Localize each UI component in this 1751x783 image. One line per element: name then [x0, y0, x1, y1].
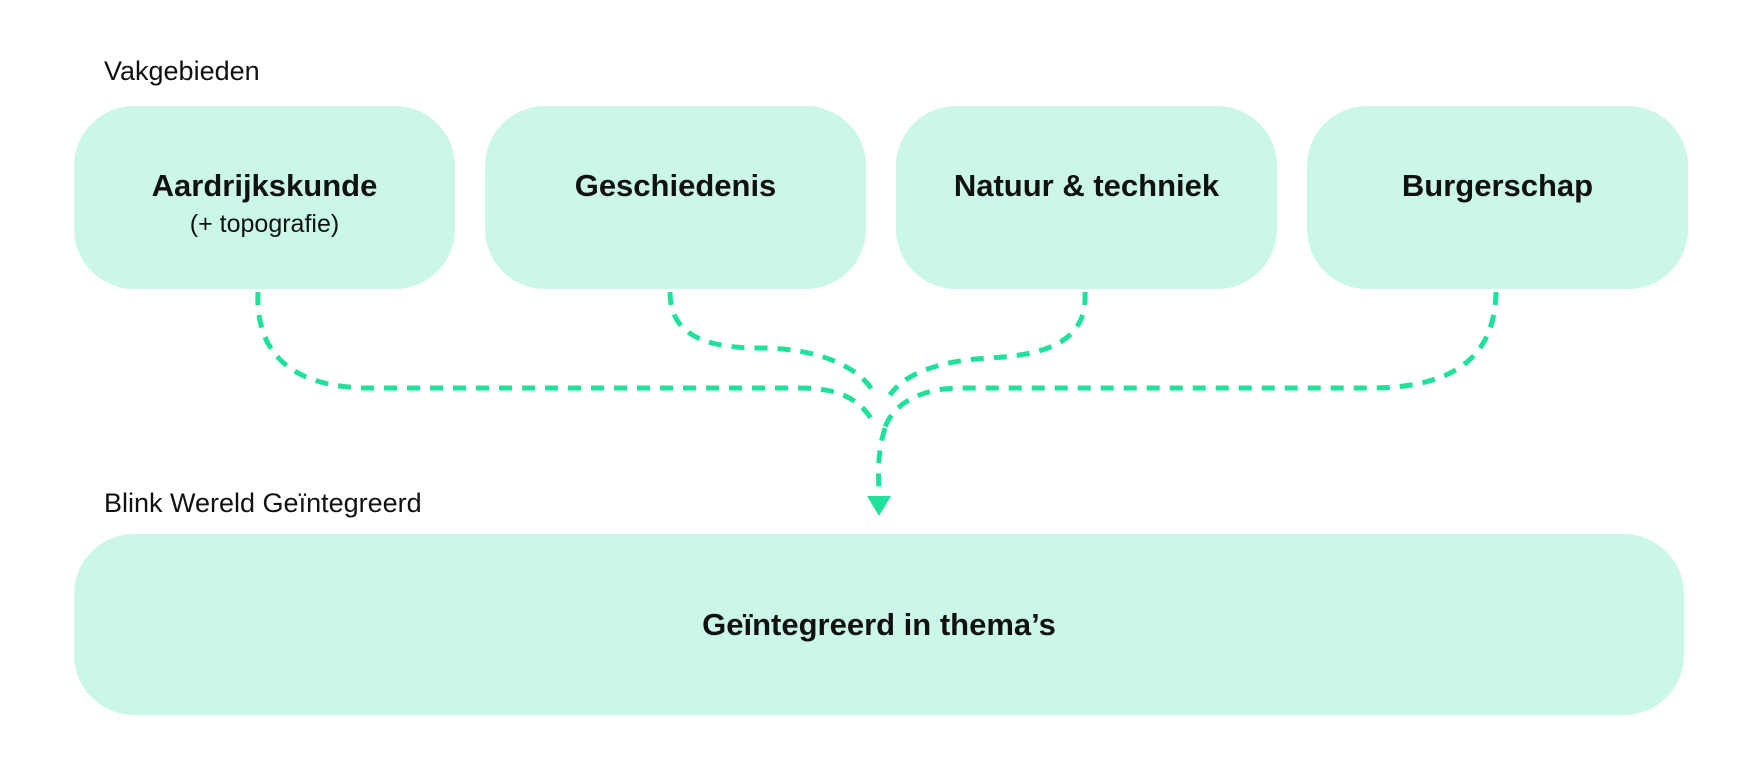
connector-aardrijkskunde: [255, 291, 875, 422]
integrated-box: Geïntegreerd in thema’s: [74, 534, 1684, 715]
subject-box-geschiedenis: Geschiedenis: [485, 106, 866, 289]
integrated-title: Geïntegreerd in thema’s: [702, 606, 1056, 642]
subject-subtitle: (+ topografie): [189, 210, 340, 239]
subject-title: Burgerschap: [1401, 168, 1594, 203]
subject-title: Natuur & techniek: [953, 168, 1220, 203]
subject-title: Aardrijkskunde: [151, 168, 378, 203]
subject-title: Geschiedenis: [574, 168, 777, 203]
subject-box-natuur-techniek: Natuur & techniek: [896, 106, 1277, 289]
subject-box-aardrijkskunde: Aardrijkskunde (+ topografie): [74, 106, 455, 289]
subject-box-burgerschap: Burgerschap: [1307, 106, 1688, 289]
arrowhead-icon: [867, 496, 891, 516]
connector-burgerschap: [882, 291, 1499, 429]
connector-geschiedenis: [667, 291, 878, 397]
section-label-vakgebieden: Vakgebieden: [104, 56, 260, 86]
connector-trunk: [876, 427, 888, 493]
section-label-blink-wereld: Blink Wereld Geïntegreerd: [104, 488, 422, 518]
connector-natuur-techniek: [887, 291, 1088, 397]
